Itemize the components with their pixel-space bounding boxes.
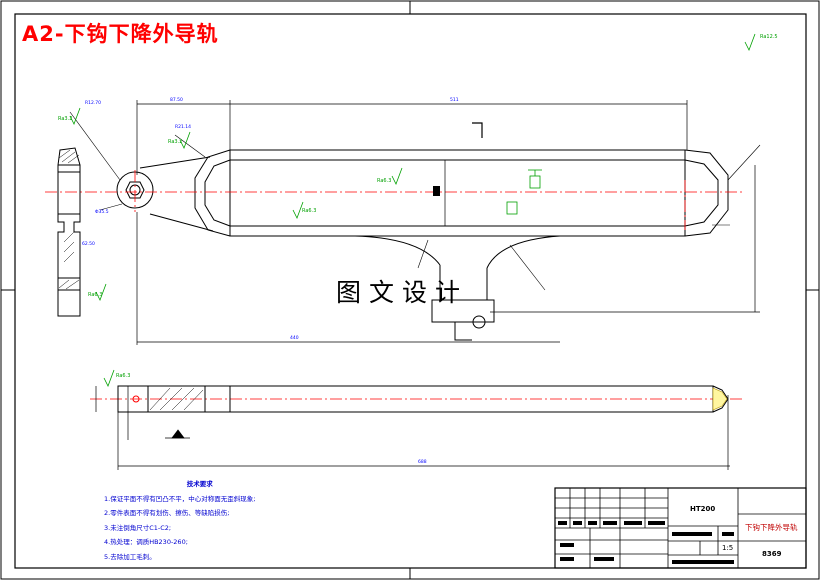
svg-text:Ra6.3: Ra6.3 xyxy=(377,178,391,184)
side-view-hatch xyxy=(58,149,80,290)
detail-marker xyxy=(472,122,483,138)
svg-text:Ra3.2: Ra3.2 xyxy=(168,139,182,145)
svg-text:Ra6.3: Ra6.3 xyxy=(88,292,102,298)
note-item: 1.保证平面不得有凹凸不平，中心对称面无歪斜现象; xyxy=(104,494,256,503)
leader-lines xyxy=(69,111,761,291)
link-arm xyxy=(139,156,214,232)
title-block-part-name: 下钩下降外导轨 xyxy=(745,523,798,532)
svg-text:87.50: 87.50 xyxy=(170,97,183,103)
surface-finish-marks xyxy=(69,33,756,387)
drawing-title: A2-下钩下降外导轨 xyxy=(22,22,219,46)
top-view-end-fill xyxy=(712,387,728,411)
svg-text:688: 688 xyxy=(418,459,427,465)
svg-text:Φ35.5: Φ35.5 xyxy=(95,209,109,215)
eye-hex xyxy=(125,181,145,199)
annotation-labels: Ra3.2 Ra3.2 Ra6.3 Ra6.3 Ra6.3 Ra6.3 Ra12… xyxy=(58,34,778,379)
rail-body-inner xyxy=(229,159,686,227)
title-block xyxy=(554,487,807,569)
datum-symbol xyxy=(165,429,190,439)
svg-text:Ra6.3: Ra6.3 xyxy=(302,208,316,214)
rail-body-outer xyxy=(229,149,686,237)
note-item: 2.零件表面不得有划伤、擦伤、等缺陷损伤; xyxy=(104,509,230,517)
title-block-code: 8369 xyxy=(762,550,782,558)
svg-text:440: 440 xyxy=(290,335,299,341)
bracket-arc xyxy=(354,235,561,269)
dimension-labels: 87.50 511 440 688 Φ35.5 62.50 R12.70 R21… xyxy=(82,97,459,465)
svg-text:62.50: 62.50 xyxy=(82,241,95,247)
rail-right-end xyxy=(684,149,729,237)
svg-text:Ra6.3: Ra6.3 xyxy=(116,373,130,379)
title-block-fill xyxy=(558,521,734,564)
svg-text:Ra12.5: Ra12.5 xyxy=(760,34,778,40)
note-item: 5.去除加工毛刺。 xyxy=(104,552,156,561)
dimension-lines xyxy=(95,100,760,470)
title-block-material: HT200 xyxy=(690,505,716,513)
svg-text:R12.70: R12.70 xyxy=(85,100,101,106)
svg-text:511: 511 xyxy=(450,97,459,103)
svg-text:Ra3.2: Ra3.2 xyxy=(58,116,72,122)
watermark-text: 图文设计 xyxy=(336,278,469,307)
svg-text:R21.14: R21.14 xyxy=(175,124,191,130)
side-view xyxy=(57,147,81,317)
title-block-scale: 1:5 xyxy=(722,544,734,552)
rail-left-end xyxy=(194,149,231,237)
front-view xyxy=(116,149,729,341)
center-mark xyxy=(433,186,440,196)
notes-heading: 技术要求 xyxy=(186,480,213,488)
top-view-hatch xyxy=(149,387,204,411)
centerlines xyxy=(45,170,745,400)
technical-requirements: 技术要求 1.保证平面不得有凹凸不平，中心对称面无歪斜现象; 2.零件表面不得有… xyxy=(104,477,255,564)
note-item: 4.热处理：调质HB230-260; xyxy=(104,538,188,546)
note-item: 3.未注倒角尺寸C1-C2; xyxy=(104,523,172,532)
